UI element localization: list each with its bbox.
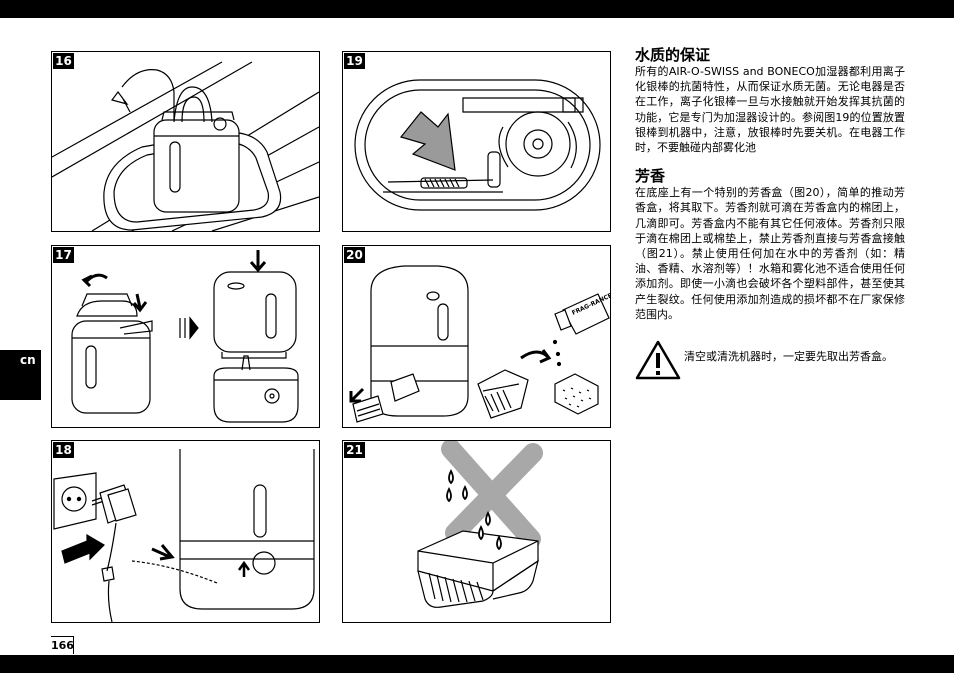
figure-16: 16 [51, 51, 320, 232]
section-title-water-quality: 水质的保证 [635, 46, 711, 64]
figure-20: 20 FRAG-RANCE [342, 245, 611, 428]
silver-stick-placement-illustration [354, 79, 601, 211]
warning-triangle-icon [635, 340, 681, 380]
figure-number: 16 [53, 53, 74, 69]
sink-tap-illustration [52, 61, 319, 231]
top-bar [0, 0, 954, 18]
figure-17: 17 [51, 245, 320, 428]
figure-18: 18 [51, 440, 320, 623]
warning-text: 清空或清洗机器时，一定要先取出芳香盒。 [684, 350, 893, 363]
section-title-fragrance: 芳香 [635, 167, 666, 186]
power-adapter-illustration [53, 449, 315, 622]
section-body-water-quality: 所有的AIR-O-SWISS and BONECO加湿器都利用离子化银棒的抗菌特… [635, 65, 905, 155]
figure-number: 17 [53, 247, 74, 263]
no-liquid-in-container-illustration [417, 441, 543, 608]
page-number: 166 [51, 636, 74, 654]
figure-number: 21 [344, 442, 365, 458]
section-body-fragrance: 在底座上有一个特别的芳香盒（图20），简单的推动芳香盒，将其取下。芳香剂就可滴在… [635, 186, 905, 321]
figure-21: 21 [342, 440, 611, 623]
language-tab: cn [0, 350, 41, 400]
figure-number: 18 [53, 442, 74, 458]
figure-number: 19 [344, 53, 365, 69]
fragrance-container-illustration: FRAG-RANCE [349, 265, 610, 423]
bottom-bar [0, 655, 954, 673]
figure-19: 19 [342, 51, 611, 232]
instructions-text: 水质的保证 所有的AIR-O-SWISS and BONECO加湿器都利用离子化… [635, 46, 905, 322]
assembly-illustration [71, 250, 299, 423]
figure-number: 20 [344, 247, 365, 263]
